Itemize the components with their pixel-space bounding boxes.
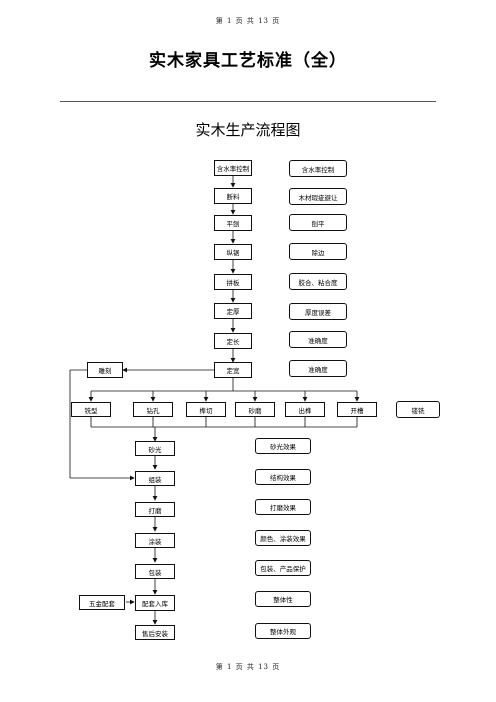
- branch-box: 铣型: [71, 402, 111, 417]
- step-box-cut: 断料: [214, 188, 252, 204]
- branch-box: 开槽: [337, 402, 377, 417]
- branch-box: 砂磨: [235, 402, 275, 417]
- step-box-length: 定长: [214, 333, 252, 349]
- lower-step-box: 包装: [135, 564, 175, 579]
- note-box: 木材瑕疵避让: [289, 188, 347, 205]
- lower-step-box: 打磨: [135, 502, 175, 517]
- lower-step-box: 组装: [135, 471, 175, 486]
- step-box-thickness: 定厚: [214, 303, 252, 319]
- hardware-box: 五金配套: [79, 595, 125, 610]
- document-title: 实木家具工艺标准（全）: [149, 51, 347, 71]
- note-box: 胶合、粘合度: [289, 273, 347, 290]
- step-box-carving: 雕刻: [87, 362, 123, 378]
- lower-step-box: 配套入库: [135, 595, 175, 611]
- branch-box: 榫切: [186, 402, 226, 417]
- note-box: 厚度误差: [289, 303, 347, 320]
- header-page-indicator: 第 1 页 共 13 页: [215, 17, 281, 25]
- header-divider: [60, 101, 436, 102]
- flowchart-title: 实木生产流程图: [195, 121, 301, 139]
- lower-step-box: 砂光: [135, 441, 175, 456]
- lower-note-box: 结构效果: [255, 469, 311, 485]
- branch-box: 出榫: [285, 402, 325, 417]
- footer-page-indicator: 第 1 页 共 13 页: [215, 663, 281, 671]
- note-box: 刨平: [289, 214, 347, 231]
- lower-step-box: 涂装: [135, 533, 175, 548]
- step-box-glue: 拼板: [214, 274, 252, 290]
- step-box-rip: 纵锯: [214, 244, 252, 260]
- lower-step-box: 售后安装: [135, 625, 175, 640]
- step-box-plane: 平刨: [214, 215, 252, 231]
- lower-note-box: 打磨效果: [255, 499, 311, 515]
- step-box-width: 定宽: [214, 362, 252, 378]
- branch-box: 钻孔: [133, 402, 173, 417]
- lower-note-box: 包装、产品保护: [255, 560, 311, 576]
- note-box: 含水率控制: [289, 160, 347, 177]
- lower-note-box: 颜色、涂装效果: [255, 530, 311, 546]
- note-box: 准确度: [289, 360, 347, 377]
- lower-note-box: 整体外观: [255, 623, 311, 639]
- note-box: 准确度: [289, 331, 347, 348]
- lower-note-box: 整体性: [255, 591, 311, 607]
- lower-note-box: 砂光效果: [255, 438, 311, 454]
- branch-box-extra: 镂铣: [396, 401, 440, 418]
- note-box: 除边: [289, 243, 347, 260]
- step-box-moisture: 含水率控制: [214, 160, 252, 176]
